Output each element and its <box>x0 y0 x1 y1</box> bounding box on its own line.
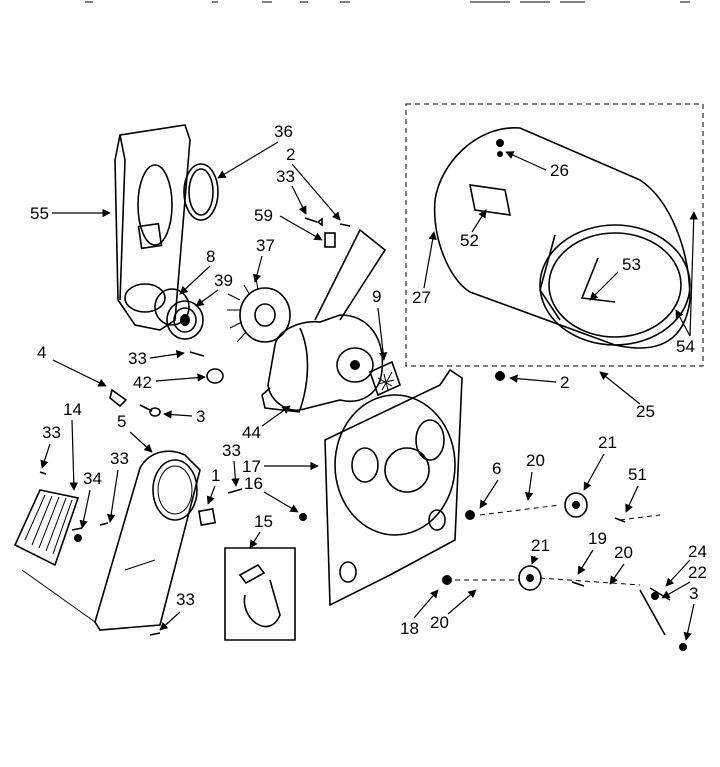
part-label: 22 <box>688 563 707 582</box>
part-label: 3 <box>689 584 698 603</box>
part-label: 33 <box>222 441 241 460</box>
part-label: 18 <box>400 619 419 638</box>
part-label: 16 <box>244 474 263 493</box>
bracket <box>197 488 243 527</box>
part-label: 33 <box>128 349 147 368</box>
seal-ring <box>183 163 219 221</box>
part-label: 21 <box>598 433 617 452</box>
part-label: 55 <box>30 204 49 223</box>
part-label: 25 <box>636 402 655 421</box>
part-label: 54 <box>676 337 695 356</box>
part-label: 15 <box>254 512 273 531</box>
part-label: 36 <box>274 122 293 141</box>
part-label: 34 <box>83 469 102 488</box>
part-label: 2 <box>560 373 569 392</box>
part-label: 37 <box>256 236 275 255</box>
part-label: 44 <box>242 423 261 442</box>
part-label: 33 <box>176 590 195 609</box>
part-label: 17 <box>242 457 261 476</box>
part-label: 27 <box>412 288 431 307</box>
part-label: 33 <box>42 423 61 442</box>
part-label: 20 <box>430 613 449 632</box>
drum-assembly-box <box>405 103 704 367</box>
blower-wheel <box>227 277 291 343</box>
blower-duct-motor <box>261 228 387 413</box>
part-label: 52 <box>460 231 479 250</box>
part-label: 59 <box>254 206 273 225</box>
front-panel <box>299 368 505 607</box>
part-label: 14 <box>63 400 82 419</box>
part-label: 24 <box>688 542 707 561</box>
part-label: 53 <box>622 255 641 274</box>
clip-and-screw <box>109 388 161 417</box>
part-label: 51 <box>628 465 647 484</box>
part-label: 33 <box>276 167 295 186</box>
part-label: 9 <box>372 287 381 306</box>
part-label: 2 <box>286 145 295 164</box>
small-screws-top <box>189 217 351 384</box>
hardware-kit <box>224 547 296 641</box>
part-label: 6 <box>492 459 501 478</box>
part-label: 1 <box>211 466 220 485</box>
part-label: 8 <box>206 247 215 266</box>
part-label: 33 <box>110 449 129 468</box>
drum <box>433 127 691 349</box>
part-label: 26 <box>550 161 569 180</box>
part-label: 3 <box>196 407 205 426</box>
part-label: 4 <box>37 343 46 362</box>
part-label: 5 <box>117 412 126 431</box>
front-bulkhead <box>21 450 201 636</box>
part-label: 39 <box>214 271 233 290</box>
part-label: 21 <box>531 536 550 555</box>
callouts: 55 36 2 33 59 37 8 39 9 4 33 42 3 44 14 … <box>30 122 707 641</box>
part-label: 42 <box>133 373 152 392</box>
part-label: 20 <box>526 451 545 470</box>
drum-rollers <box>442 492 687 651</box>
rear-bulkhead <box>114 124 191 331</box>
thermostat <box>369 360 401 397</box>
blower-bearing <box>154 288 204 340</box>
lint-filter <box>13 489 80 567</box>
part-label: 19 <box>588 529 607 548</box>
part-label: 20 <box>614 543 633 562</box>
